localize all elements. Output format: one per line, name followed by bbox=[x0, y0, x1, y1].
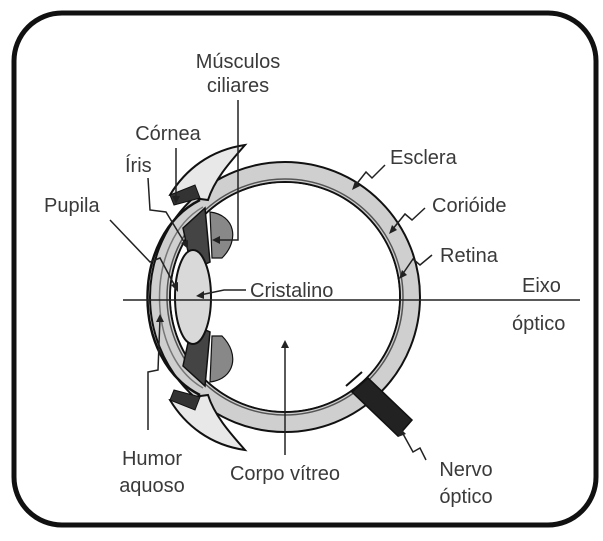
label-eixo-1: Eixo bbox=[522, 275, 561, 297]
label-retina: Retina bbox=[440, 245, 499, 267]
arrowhead-musculos bbox=[212, 236, 220, 244]
leader-iris bbox=[147, 177, 187, 246]
leader-pupila bbox=[109, 219, 177, 289]
lower-eyelid bbox=[168, 393, 248, 452]
ciliary-lower bbox=[209, 335, 234, 383]
label-cornea: Córnea bbox=[135, 123, 201, 145]
ciliary-upper bbox=[209, 211, 234, 259]
lower-eyelash bbox=[169, 389, 201, 411]
arrowhead-cristalino bbox=[196, 291, 204, 299]
upper-eyelid bbox=[168, 143, 248, 202]
label-esclera: Esclera bbox=[390, 147, 458, 169]
arrowhead-retina bbox=[399, 270, 407, 279]
leader-lines bbox=[109, 100, 433, 461]
label-corioide: Corióide bbox=[432, 195, 506, 217]
leader-retina bbox=[401, 254, 433, 276]
optic-nerve bbox=[350, 376, 414, 438]
leader-esclera bbox=[354, 164, 386, 187]
arrowhead-nervo bbox=[398, 428, 406, 437]
leader-nervo bbox=[401, 431, 427, 461]
label-humor-1: Humor bbox=[122, 448, 182, 470]
arrowhead-humor bbox=[156, 314, 164, 322]
label-pupila: Pupila bbox=[44, 195, 100, 217]
optic-nerve-sheath bbox=[345, 371, 363, 387]
label-humor-2: aquoso bbox=[119, 475, 185, 497]
leader-corioide bbox=[391, 207, 426, 231]
label-corpo-vitreo: Corpo vítreo bbox=[230, 463, 340, 485]
arrowhead-esclera bbox=[352, 181, 360, 190]
label-musculos-2: ciliares bbox=[207, 75, 269, 97]
leader-cristalino bbox=[199, 289, 246, 296]
cornea-shape bbox=[146, 198, 201, 397]
aqueous-humor-region bbox=[158, 206, 204, 389]
arrowheads bbox=[156, 181, 407, 437]
label-nervo-2: óptico bbox=[439, 486, 492, 508]
label-nervo-1: Nervo bbox=[439, 459, 492, 481]
arrowhead-corioide bbox=[389, 225, 397, 234]
label-iris: Íris bbox=[125, 154, 152, 177]
leader-humor bbox=[147, 317, 161, 430]
arrowhead-iris bbox=[181, 240, 188, 249]
arrowhead-pupila bbox=[171, 282, 178, 292]
arrowhead-corpo bbox=[281, 340, 289, 348]
label-musculos-1: Músculos bbox=[196, 51, 280, 73]
lens bbox=[174, 249, 212, 345]
label-cristalino: Cristalino bbox=[250, 280, 333, 302]
label-eixo-2: óptico bbox=[512, 313, 565, 335]
arrowhead-cornea bbox=[172, 196, 180, 204]
leader-musculos bbox=[214, 100, 239, 241]
